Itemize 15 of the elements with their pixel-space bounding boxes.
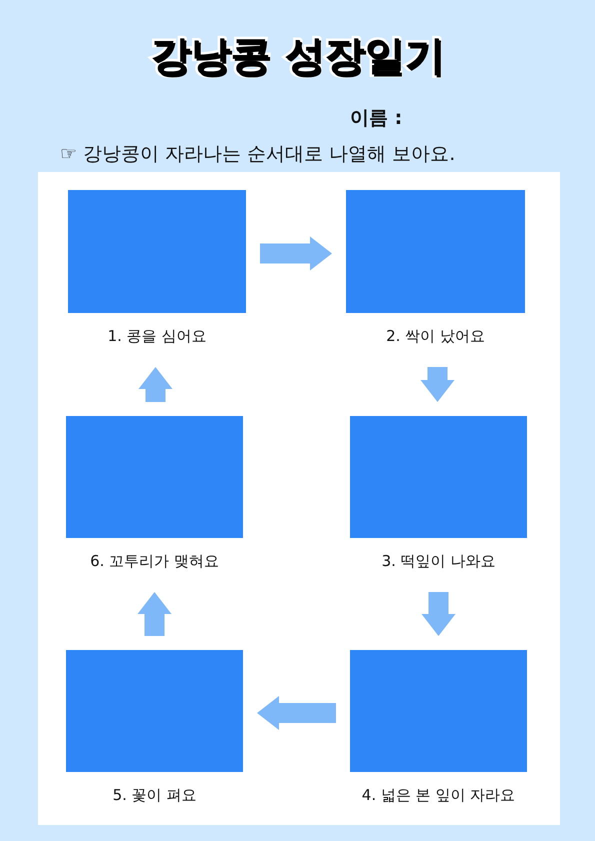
block-arrow — [257, 696, 336, 730]
step-caption: 1. 콩을 심어요 — [108, 327, 206, 346]
step-caption: 2. 싹이 났어요 — [386, 327, 485, 346]
block-arrow — [422, 592, 456, 636]
block-arrow — [138, 592, 172, 636]
instruction-text: ☞ 강낭콩이 자라나는 순서대로 나열해 보아요. — [60, 142, 456, 167]
block-arrow — [420, 367, 454, 402]
name-label: 이름 : — [350, 106, 402, 131]
step-caption: 5. 꽃이 펴요 — [112, 786, 196, 805]
step-caption: 6. 꼬투리가 맺혀요 — [90, 552, 219, 571]
block-arrow — [138, 367, 172, 402]
title: 강낭콩 성장일기 — [150, 32, 446, 81]
block-arrow — [260, 236, 332, 270]
step-caption: 4. 넓은 본 잎이 자라요 — [362, 786, 516, 805]
step-caption: 3. 떡잎이 나와요 — [382, 552, 496, 571]
